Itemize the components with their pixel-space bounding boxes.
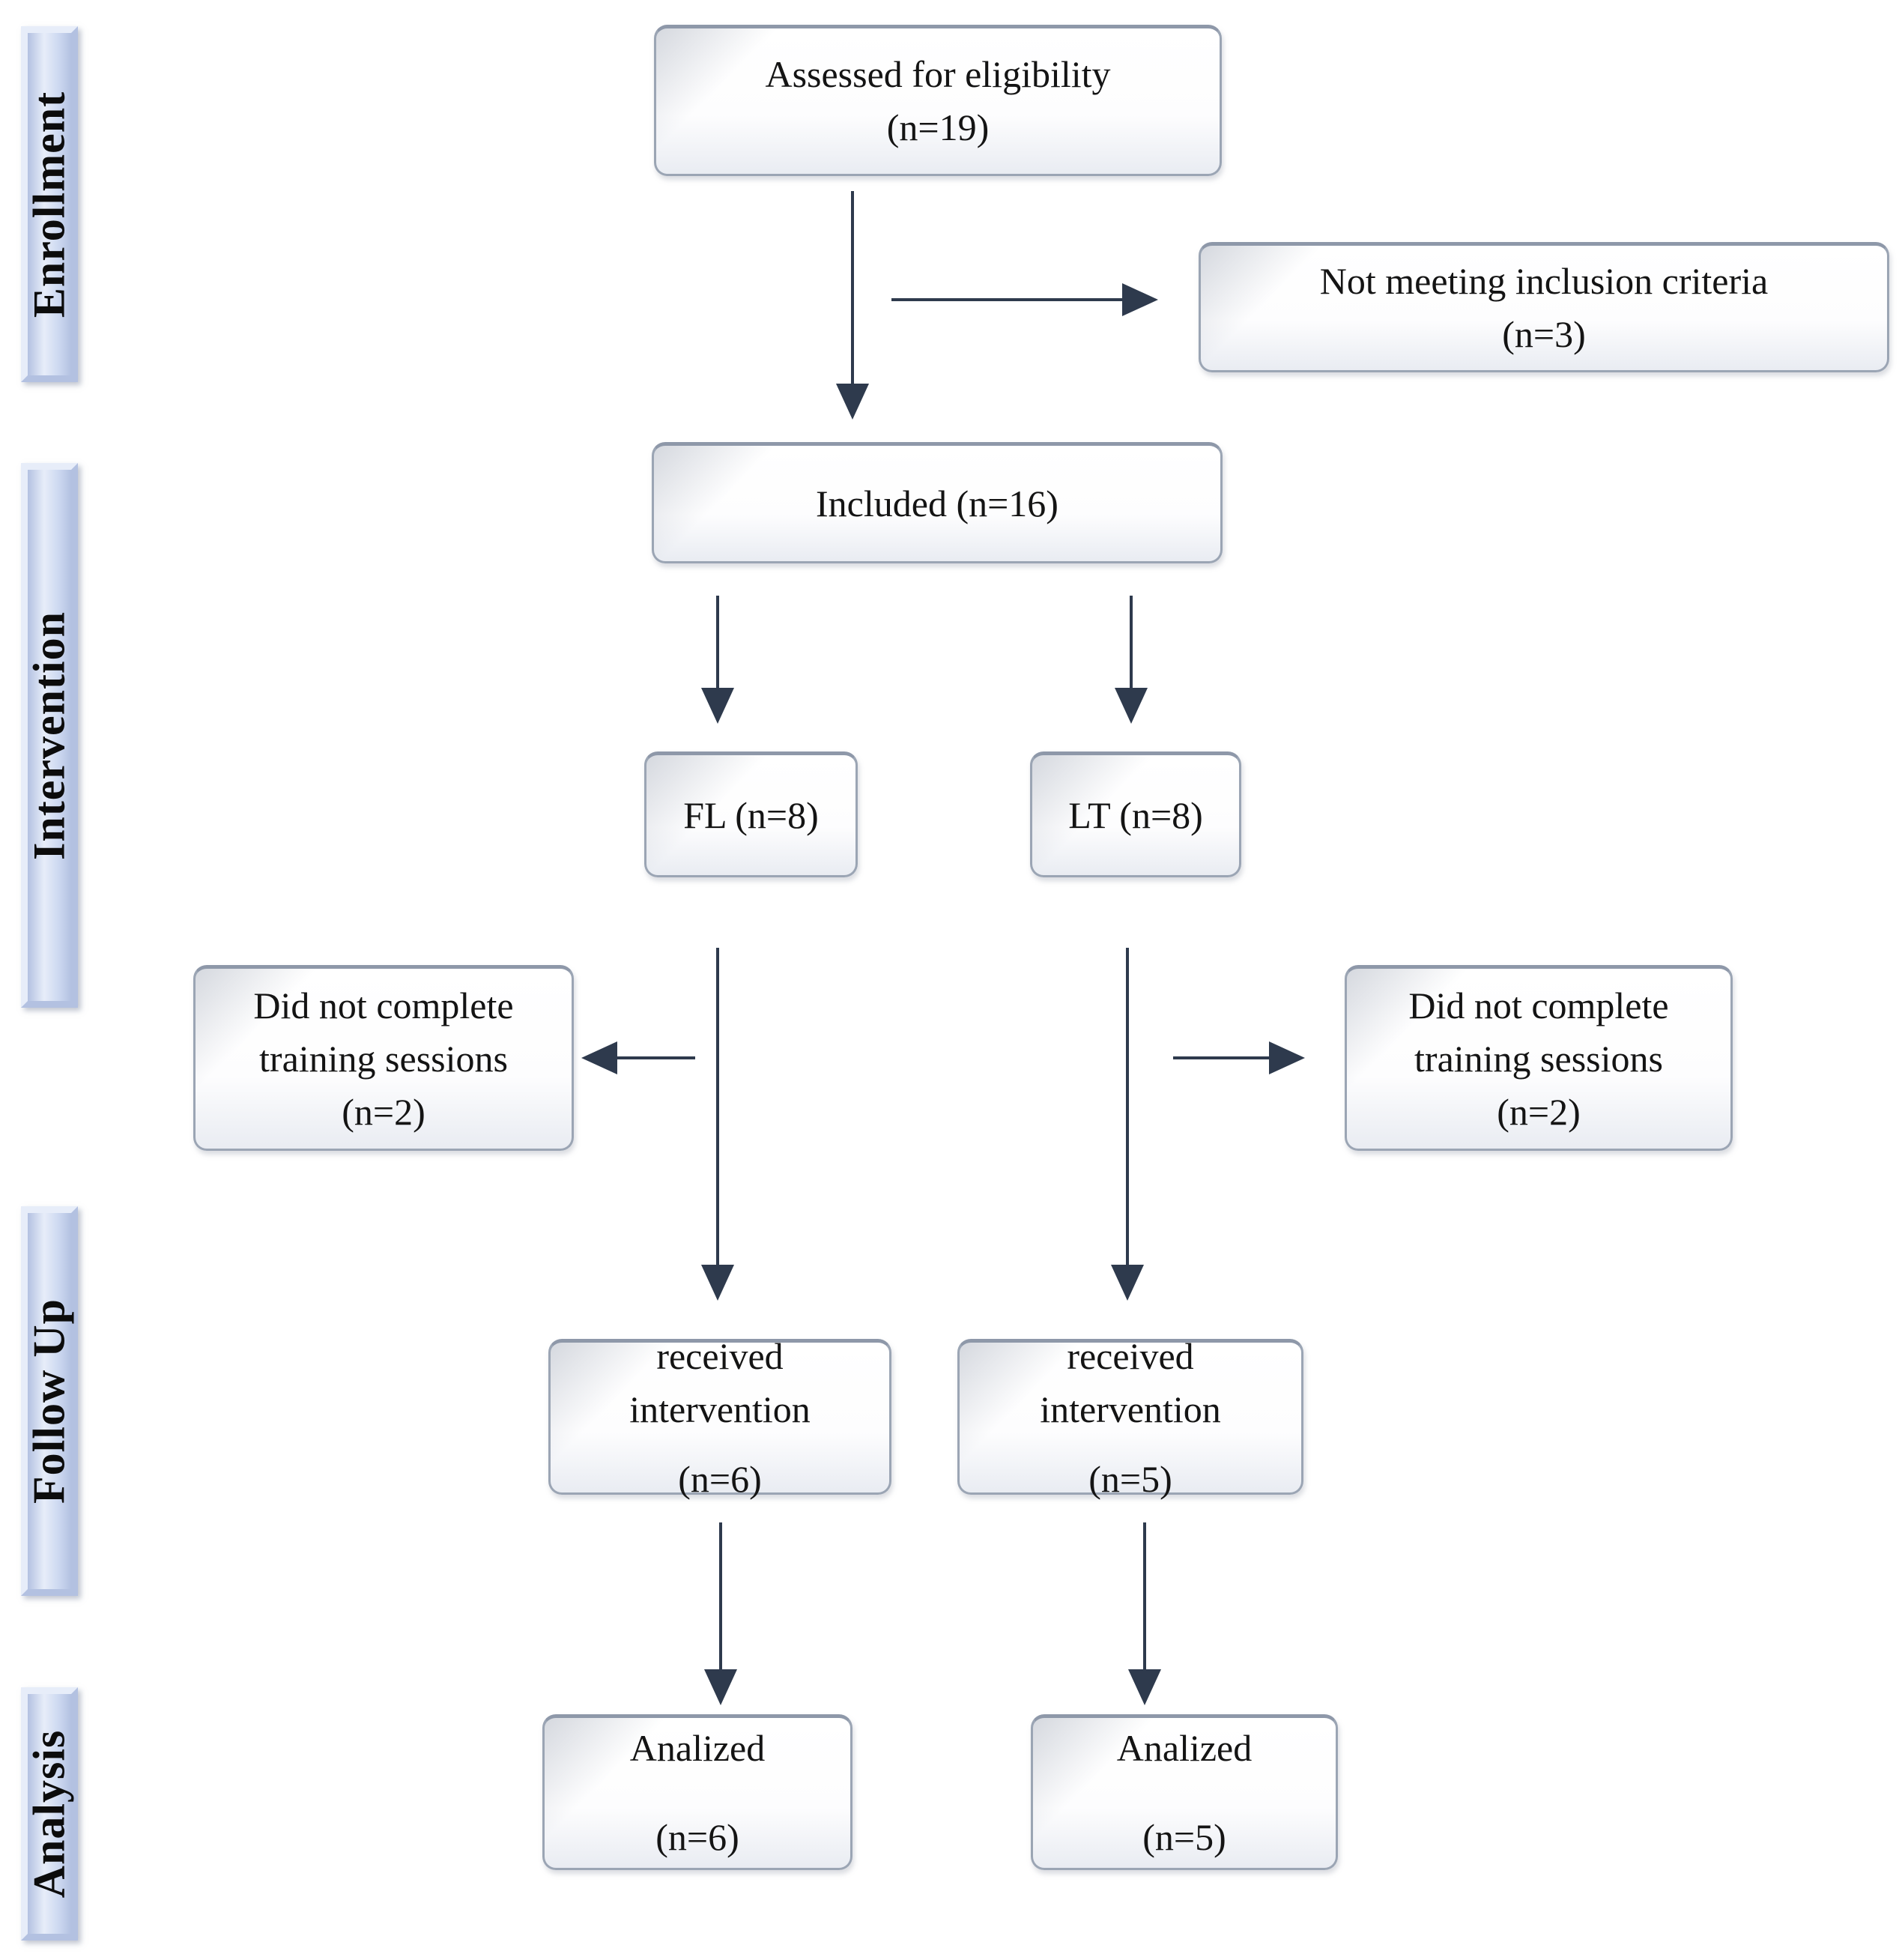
arrowhead-down-icon [1111, 1265, 1144, 1301]
stage-bar-enrollment: Enrollment [21, 26, 78, 382]
arrowhead-right-icon [1122, 283, 1158, 316]
stage-label-analysis: Analysis [24, 1729, 74, 1899]
box-title: received intervention [629, 1334, 811, 1430]
box-title: Did not complete training sessions [253, 984, 514, 1080]
box-analyzed-lt: Analized (n=5) [1031, 1714, 1338, 1870]
arrowhead-down-icon [836, 384, 869, 420]
stage-label-intervention: Intervention [24, 611, 74, 860]
box-n-count: (n=3) [1502, 313, 1586, 355]
box-not-meeting-inclusion-criteria: Not meeting inclusion criteria (n=3) [1199, 242, 1889, 372]
box-n-count: (n=2) [342, 1090, 425, 1133]
box-title: Did not complete training sessions [1408, 984, 1669, 1080]
arrow-line [1126, 948, 1129, 1268]
arrow-line [1143, 1522, 1146, 1672]
stage-bar-analysis: Analysis [21, 1687, 78, 1941]
box-title: FL (n=8) [683, 793, 819, 836]
box-analyzed-fl: Analized (n=6) [542, 1714, 852, 1870]
box-title: Not meeting inclusion criteria [1319, 260, 1769, 302]
box-dropout-lt: Did not complete training sessions (n=2) [1345, 965, 1733, 1151]
box-n-count: (n=6) [678, 1457, 762, 1500]
stage-bar-intervention: Intervention [21, 463, 78, 1008]
arrow-line [891, 298, 1125, 301]
box-assessed-for-eligibility: Assessed for eligibility (n=19) [654, 25, 1222, 176]
box-title: received intervention [1040, 1334, 1221, 1430]
box-title: Analized [629, 1727, 766, 1769]
arrowhead-down-icon [701, 688, 734, 724]
arrow-line [617, 1056, 695, 1059]
box-received-intervention-lt: received intervention (n=5) [957, 1335, 1303, 1500]
arrow-line [1130, 596, 1133, 692]
box-dropout-fl: Did not complete training sessions (n=2) [193, 965, 574, 1151]
arrowhead-left-icon [581, 1041, 617, 1074]
box-n-count: (n=6) [655, 1816, 739, 1858]
arrow-line [719, 1522, 722, 1672]
arrowhead-down-icon [1128, 1669, 1161, 1705]
box-lt-group: LT (n=8) [1030, 751, 1241, 877]
box-included: Included (n=16) [652, 442, 1223, 563]
arrowhead-down-icon [1115, 688, 1148, 724]
stage-label-enrollment: Enrollment [24, 91, 74, 318]
box-n-count: (n=2) [1497, 1090, 1581, 1133]
arrow-line [716, 948, 719, 1268]
box-received-intervention-fl: received intervention (n=6) [548, 1335, 891, 1500]
box-title: Analized [1116, 1727, 1253, 1769]
box-n-count: (n=5) [1088, 1457, 1172, 1500]
arrow-line [851, 191, 854, 387]
box-n-count: (n=5) [1142, 1816, 1226, 1858]
arrow-line [716, 596, 719, 692]
stage-bar-followup: Follow Up [21, 1206, 78, 1596]
box-n-count: (n=19) [886, 106, 990, 148]
box-title: LT (n=8) [1068, 793, 1203, 836]
arrowhead-down-icon [701, 1265, 734, 1301]
box-title: Assessed for eligibility [765, 53, 1111, 95]
arrowhead-down-icon [704, 1669, 737, 1705]
stage-label-followup: Follow Up [24, 1298, 74, 1504]
arrow-line [1173, 1056, 1272, 1059]
box-title: Included (n=16) [816, 482, 1058, 524]
box-fl-group: FL (n=8) [644, 751, 858, 877]
arrowhead-right-icon [1269, 1041, 1305, 1074]
